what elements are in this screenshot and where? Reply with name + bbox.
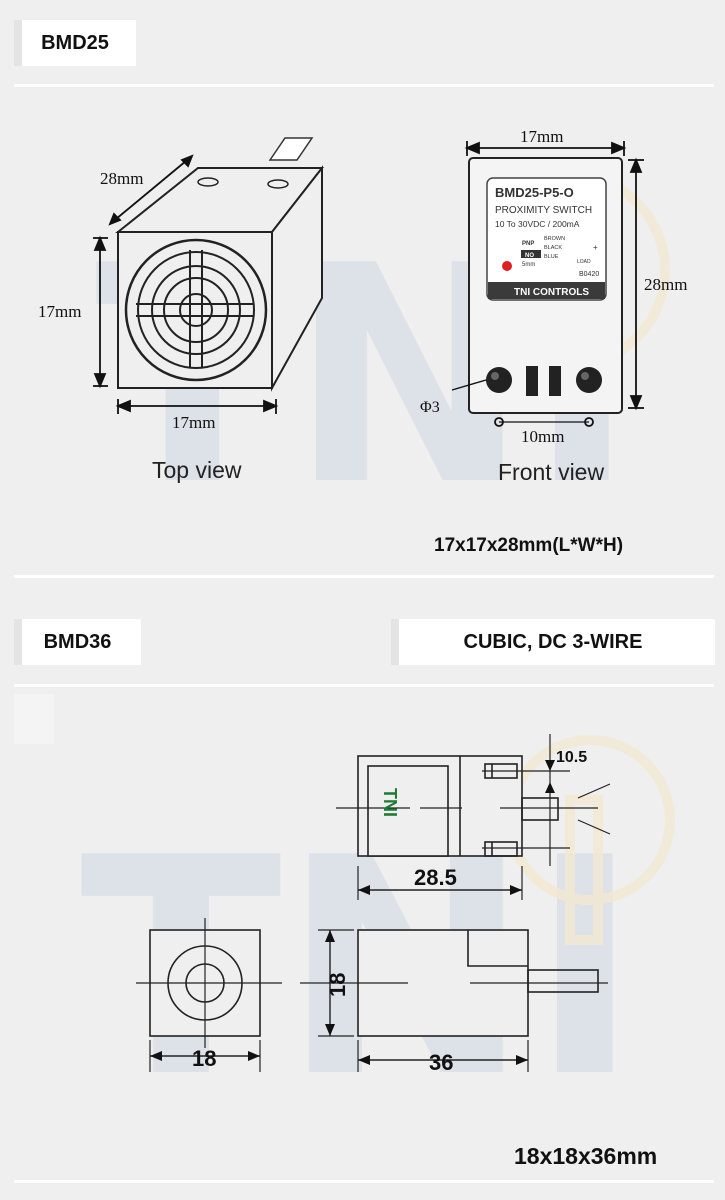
bmd36-length-dim-28-5: 28.5: [414, 865, 457, 890]
front-view-hole-dim: Φ3: [420, 399, 440, 416]
top-view-depth-dim: 28mm: [100, 169, 143, 188]
status-led-icon: [502, 261, 512, 271]
front-view-width-dim: 17mm: [520, 127, 563, 146]
bmd36-height-dim-18: 18: [325, 973, 350, 997]
section-divider: [14, 575, 714, 578]
section-divider: [14, 1180, 714, 1183]
bmd36-front-view: [136, 918, 282, 1072]
bmd36-width-dim-18: 18: [192, 1046, 216, 1071]
top-view-width-dim: 17mm: [172, 413, 215, 432]
front-view-caption: Front view: [498, 459, 604, 485]
bmd36-logo: TNI: [380, 788, 400, 817]
svg-text:BLACK: BLACK: [544, 245, 562, 251]
bmd25-drawing: TNI: [38, 127, 687, 551]
svg-text:TNI CONTROLS: TNI CONTROLS: [514, 287, 589, 298]
svg-text:BROWN: BROWN: [544, 236, 565, 242]
svg-text:BLUE: BLUE: [544, 254, 559, 260]
subtitle-tag: CUBIC, DC 3-WIRE: [391, 619, 715, 665]
mounting-hole-right: [576, 367, 602, 393]
bmd36-profile-arrows: [325, 930, 528, 1065]
svg-text:BMD25-P5-O: BMD25-P5-O: [495, 185, 574, 200]
top-view-height-dim: 17mm: [38, 302, 81, 321]
front-view-height-dim: 28mm: [644, 275, 687, 294]
svg-text:+: +: [593, 243, 598, 252]
model-tag-bmd25: BMD25: [14, 20, 136, 66]
bmd36-height-dim-10-5: 10.5: [556, 749, 587, 766]
model-tag-bmd36: BMD36: [14, 619, 141, 665]
section-divider: [14, 84, 714, 87]
mounting-hole-left: [486, 367, 512, 393]
model-tag-bmd36-label: BMD36: [43, 630, 112, 653]
svg-text:10 To 30VDC / 200mA: 10 To 30VDC / 200mA: [495, 219, 580, 229]
bmd36-side-view: [336, 734, 611, 900]
bmd36-side-arrows: [358, 760, 555, 895]
svg-text:NO: NO: [525, 253, 534, 259]
svg-text:PNP: PNP: [522, 241, 534, 247]
bmd36-dimensions: 18x18x36mm: [514, 1143, 658, 1169]
svg-text:LOAD: LOAD: [577, 259, 591, 265]
front-view-hole-spacing-dim: 10mm: [521, 427, 564, 446]
bmd25-dimensions: 17x17x28mm(L*W*H): [434, 535, 624, 556]
model-tag-bmd25-label: BMD25: [41, 31, 109, 54]
front-view-housing: [468, 157, 623, 414]
svg-text:B0420: B0420: [579, 271, 599, 278]
svg-text:5mm: 5mm: [522, 262, 535, 268]
bmd36-length-dim-36: 36: [429, 1050, 453, 1075]
top-view-dimension-lines: [93, 154, 279, 414]
svg-text:PROXIMITY SWITCH: PROXIMITY SWITCH: [495, 205, 592, 216]
section-divider: [14, 684, 714, 687]
top-view-block: [115, 137, 325, 392]
subtitle-tag-label: CUBIC, DC 3-WIRE: [463, 630, 643, 653]
front-view-label-text: BMD25-P5-O PROXIMITY SWITCH 10 To 30VDC …: [495, 185, 599, 298]
top-view-caption: Top view: [152, 457, 242, 483]
front-view-dimension-lines: [451, 141, 644, 427]
bmd36-front-arrows: [150, 1051, 260, 1061]
bmd36-drawing: TNI TNI 10.5 28.5: [14, 694, 675, 1143]
bmd36-profile-view: [300, 929, 608, 1072]
